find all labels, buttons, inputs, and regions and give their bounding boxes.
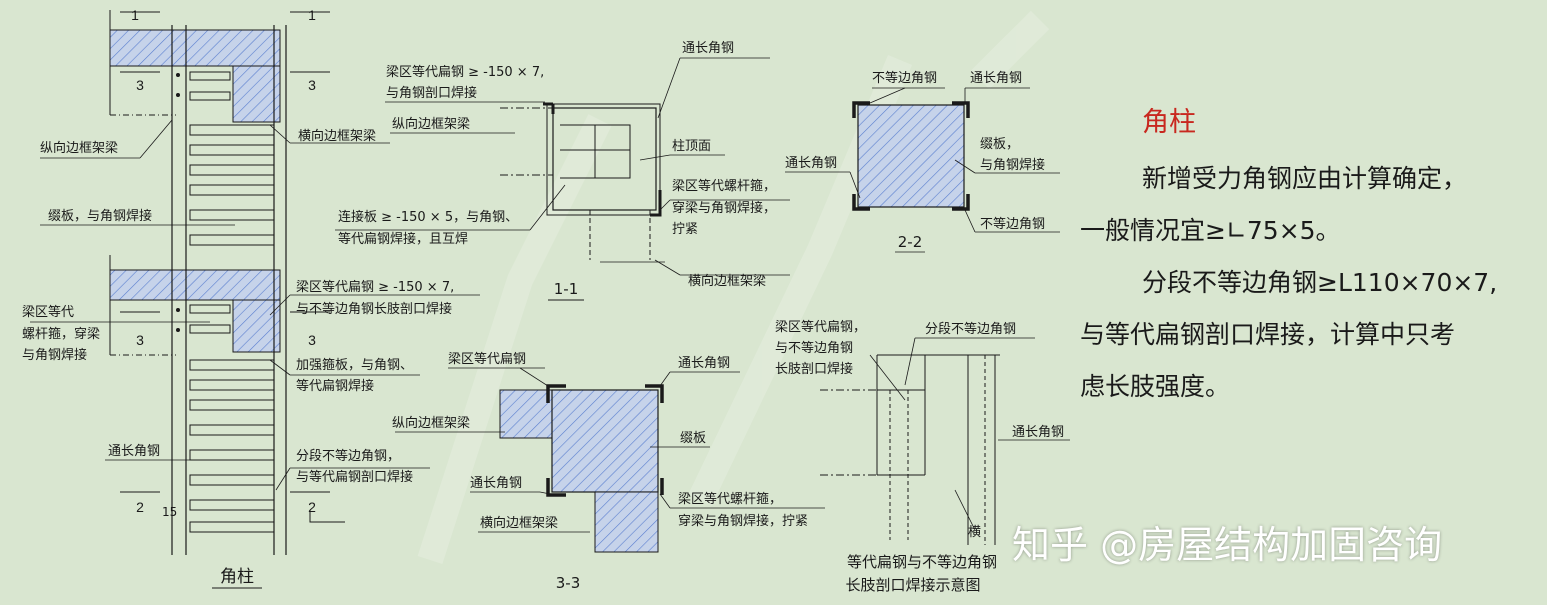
corner-column-elevation: 1 1 3 3 3 3 2 2 15 纵向边框架梁 横向边框架梁 缀板，与角钢焊…	[22, 7, 480, 589]
s22-through-left: 通长角钢	[785, 156, 837, 171]
elev-reinforce-line2: 等代扁钢焊接	[296, 378, 374, 394]
panel-line-1: 新增受力角钢应由计算确定，	[1142, 164, 1468, 193]
s33-title: 3-3	[556, 574, 581, 592]
weld-bottom-partial: 横	[968, 525, 981, 540]
mid-beam-hatch	[232, 299, 281, 353]
weld-left-line1: 梁区等代扁钢，	[775, 319, 866, 335]
s22-unequal-top: 不等边角钢	[872, 70, 937, 86]
elev-flat-steel-line1: 梁区等代扁钢 ≥ -150 × 7,	[296, 279, 454, 295]
elev-title: 角柱	[220, 567, 254, 587]
s11-flat-line2: 与角钢剖口焊接	[386, 85, 477, 101]
elev-reinforce-line1: 加强箍板，与角钢、	[296, 357, 413, 373]
panel-paragraph-1: 新增受力角钢应由计算确定， 一般情况宜≥∟75×5。	[1080, 153, 1547, 257]
elev-batten-weld-label: 缀板，与角钢焊接	[48, 208, 152, 224]
weld-title-line1: 等代扁钢与不等边角钢	[847, 553, 997, 571]
elev-longitudinal-beam-label: 纵向边框架梁	[40, 140, 118, 156]
description-panel: 角柱 新增受力角钢应由计算确定， 一般情况宜≥∟75×5。 分段不等边角钢≥L1…	[1080, 100, 1547, 413]
elev-bolt-hoop-line2: 螺杆箍，穿梁	[22, 326, 100, 342]
mid-beam-slab	[109, 269, 281, 301]
dim-15-label: 15	[162, 505, 177, 519]
section-mark-2-left: 2	[136, 499, 144, 515]
weld-title-line2: 长肢剖口焊接示意图	[845, 576, 980, 594]
section-3-3: 梁区等代扁钢 通长角钢 纵向边框架梁 缀板 通长角钢 梁区等代螺杆箍， 穿梁与角…	[392, 351, 825, 592]
s22-title: 2-2	[898, 233, 923, 251]
s11-transverse-beam: 横向边框架梁	[688, 273, 766, 289]
section-1-1: 梁区等代扁钢 ≥ -150 × 7, 与角钢剖口焊接 通长角钢 纵向边框架梁 柱…	[335, 41, 790, 301]
top-beam-slab	[109, 29, 281, 67]
elev-flat-steel-line2: 与不等边角钢长肢剖口焊接	[296, 301, 452, 317]
s22-unequal-bottom: 不等边角钢	[980, 216, 1045, 232]
weld-segment-label: 分段不等边角钢	[925, 321, 1016, 337]
batten-plates	[189, 71, 275, 533]
section-mark-3a-right: 3	[308, 77, 316, 93]
s33-bolt-line2: 穿梁与角钢焊接，拧紧	[678, 513, 808, 529]
s11-longitudinal-beam: 纵向边框架梁	[392, 116, 470, 132]
section-mark-1-right: 1	[308, 7, 316, 23]
watermark-text: 知乎 @房屋结构加固咨询	[1012, 523, 1443, 567]
s11-title: 1-1	[554, 280, 579, 298]
s33-transverse-beam: 横向边框架梁	[480, 515, 558, 531]
top-beam-hatch	[232, 65, 281, 123]
s33-longitudinal-beam: 纵向边框架梁	[392, 415, 470, 431]
s33-through-top: 通长角钢	[678, 356, 730, 371]
s11-column-top: 柱顶面	[672, 139, 711, 154]
s22-batten-line2: 与角钢焊接	[980, 157, 1045, 173]
s22-batten-line1: 缀板，	[980, 137, 1019, 152]
s22-through-top: 通长角钢	[970, 71, 1022, 86]
weld-through-angle: 通长角钢	[1012, 425, 1064, 440]
s33-bolt-line1: 梁区等代螺杆箍，	[678, 491, 782, 507]
s11-flat-line1: 梁区等代扁钢 ≥ -150 × 7,	[386, 64, 544, 80]
panel-line-3: 分段不等边角钢≥L110×70×7,	[1142, 268, 1498, 297]
s11-bolt-line2: 穿梁与角钢焊接，	[672, 200, 776, 216]
weld-detail: 梁区等代扁钢， 与不等边角钢 长肢剖口焊接 分段不等边角钢 通长角钢 横 等代扁…	[775, 319, 1070, 594]
s11-bolt-line1: 梁区等代螺杆箍，	[672, 178, 776, 194]
section-mark-2-right: 2	[308, 499, 316, 515]
panel-paragraph-2: 分段不等边角钢≥L110×70×7, 与等代扁钢剖口焊接，计算中只考 虑长肢强度…	[1080, 257, 1547, 413]
s11-through-angle: 通长角钢	[682, 41, 734, 56]
panel-line-4: 与等代扁钢剖口焊接，计算中只考	[1080, 320, 1456, 349]
section-mark-3b-right: 3	[308, 332, 316, 348]
section-mark-1-left: 1	[131, 7, 139, 23]
panel-line-2: 一般情况宜≥∟75×5。	[1080, 216, 1341, 245]
section-mark-3b-left: 3	[136, 332, 144, 348]
elev-bolt-hoop-line3: 与角钢焊接	[22, 347, 87, 363]
s33-batten: 缀板	[680, 431, 706, 446]
s33-through-left: 通长角钢	[470, 476, 522, 491]
section-mark-3a-left: 3	[136, 77, 144, 93]
s33-flat-label: 梁区等代扁钢	[448, 351, 526, 367]
weld-left-line2: 与不等边角钢	[775, 340, 853, 356]
panel-line-5: 虑长肢强度。	[1080, 372, 1231, 401]
elev-segment-line2: 与等代扁钢剖口焊接	[296, 469, 413, 485]
panel-heading: 角柱	[1142, 107, 1196, 138]
s11-connect-line1: 连接板 ≥ -150 × 5，与角钢、	[338, 209, 518, 225]
section-2-2: 不等边角钢 通长角钢 通长角钢 缀板， 与角钢焊接 不等边角钢 2-2	[785, 70, 1060, 253]
weld-left-line3: 长肢剖口焊接	[775, 361, 853, 377]
elev-segment-line1: 分段不等边角钢，	[296, 448, 400, 464]
elev-through-angle-label: 通长角钢	[108, 444, 160, 459]
elev-transverse-beam-label: 横向边框架梁	[298, 128, 376, 144]
elev-bolt-hoop-line1: 梁区等代	[22, 304, 74, 320]
s11-bolt-line3: 拧紧	[672, 222, 698, 237]
s11-connect-line2: 等代扁钢焊接，且互焊	[338, 231, 468, 247]
